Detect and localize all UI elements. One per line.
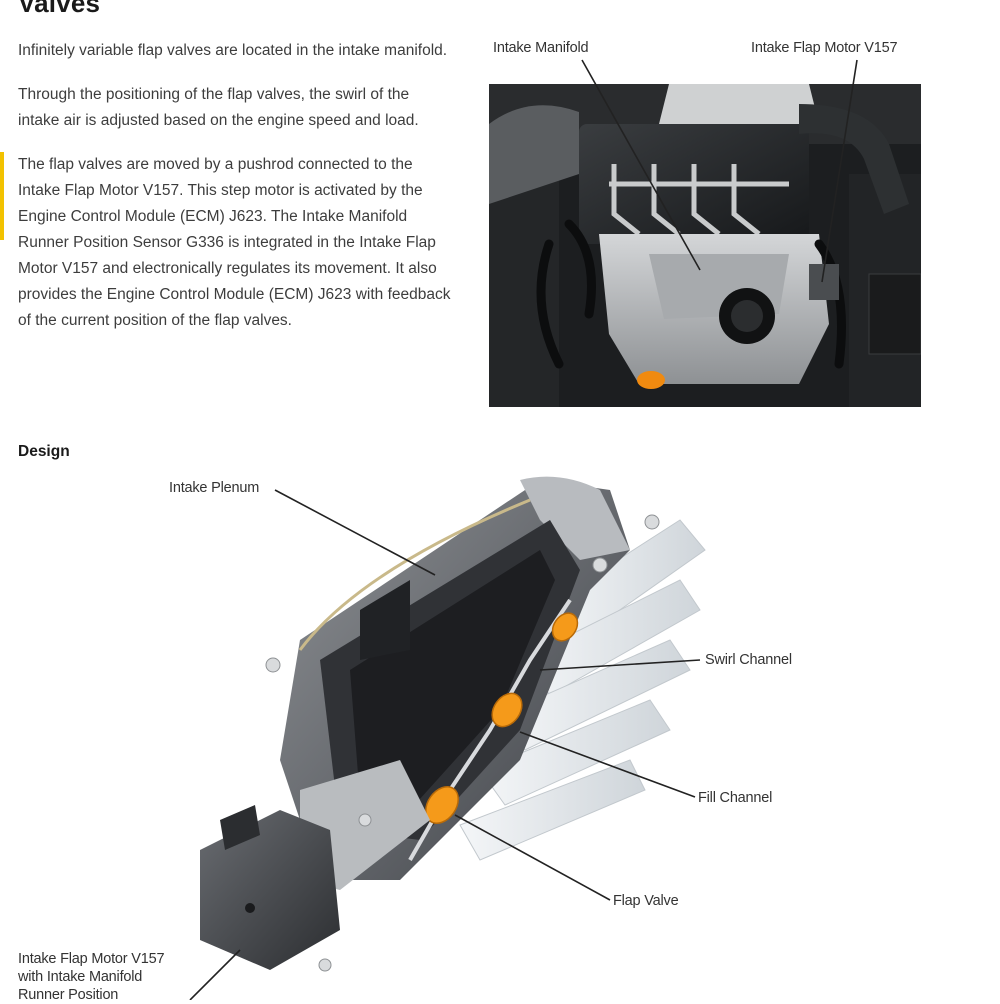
paragraph-1: Infinitely variable flap valves are loca… <box>18 42 448 59</box>
label-swirl-channel: Swirl Channel <box>705 652 792 668</box>
flap-motor-label-line-3: Runner Position <box>18 987 119 1003</box>
intake-manifold-diagram <box>160 460 720 1000</box>
flap-motor-label-line-1: Intake Flap Motor V157 <box>18 951 165 967</box>
design-heading: Design <box>18 443 70 460</box>
label-intake-manifold: Intake Manifold <box>493 40 589 56</box>
label-fill-channel: Fill Channel <box>698 790 773 806</box>
engine-bay-photo <box>489 84 921 407</box>
label-intake-flap-motor-photo: Intake Flap Motor V157 <box>751 40 898 56</box>
paragraph-2: Through the positioning of the flap valv… <box>18 86 419 129</box>
intro-text: Infinitely variable flap valves are loca… <box>18 38 454 352</box>
label-intake-plenum: Intake Plenum <box>169 480 260 496</box>
label-intake-flap-motor-diagram: Intake Flap Motor V157 with Intake Manif… <box>18 950 208 1004</box>
page-title: Valves <box>18 0 101 18</box>
flap-motor-label-line-2: with Intake Manifold <box>18 969 143 985</box>
label-flap-valve: Flap Valve <box>613 893 679 909</box>
paragraph-3: The flap valves are moved by a pushrod c… <box>18 156 451 329</box>
accent-bar <box>0 152 4 240</box>
